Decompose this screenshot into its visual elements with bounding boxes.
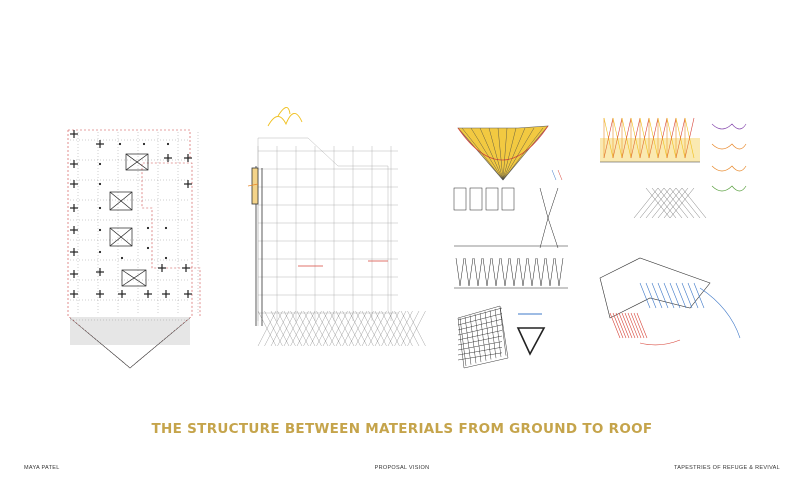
poster-title: THE STRUCTURE BETWEEN MATERIALS FROM GRO… xyxy=(151,421,653,437)
lattice-studies-sketch xyxy=(599,117,747,346)
project-name: TAPESTRIES OF REFUGE & REVIVAL xyxy=(674,465,780,471)
floor-plan-sketch xyxy=(67,129,201,369)
structural-plan-sketch xyxy=(247,107,426,347)
section-label: PROPOSAL VISION xyxy=(374,465,430,471)
author-name: MAYA PATEL xyxy=(24,465,60,471)
section-studies-sketch xyxy=(453,125,568,369)
